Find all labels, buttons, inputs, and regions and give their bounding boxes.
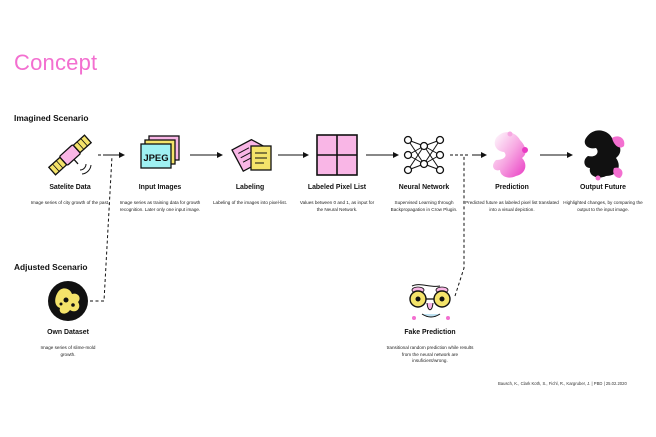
flow-arrows: [90, 152, 573, 302]
step-title-satelite-data: Satelite Data: [49, 184, 91, 191]
step-desc-satelite-data: Image series of city growth of the past.: [30, 200, 110, 205]
prediction-blob-icon: [493, 131, 528, 178]
page-title: Concept: [14, 50, 98, 75]
imagined-scenario-heading: Imagined Scenario: [14, 113, 89, 123]
step-desc-neural-network: Supervised Learning through Backpropagat…: [390, 200, 458, 212]
step-title-labeled-pixel-list: Labeled Pixel List: [307, 184, 367, 191]
pixel-grid-icon: [316, 134, 358, 176]
dashed-connector-own-dataset: [90, 155, 113, 302]
step-title-prediction: Prediction: [495, 184, 529, 191]
step-desc-input-images: Image series as training data for growth…: [119, 200, 201, 212]
adjusted-scenario-heading: Adjusted Scenario: [14, 262, 88, 272]
step-title-fake-prediction: Fake Prediction: [404, 329, 456, 336]
step-desc-fake-prediction: transitional random prediction while res…: [386, 345, 474, 364]
step-title-labeling: Labeling: [235, 184, 265, 191]
step-desc-labeled-pixel-list: Values between 0 and 1, as input for the…: [299, 200, 375, 212]
fake-glasses-icon: [409, 284, 451, 320]
satellite-icon: [47, 134, 93, 176]
output-blob-icon: [584, 130, 625, 181]
step-desc-labeling: Labeling of the images into pixel-list.: [212, 200, 288, 205]
step-title-output-future: Output Future: [580, 184, 626, 191]
label-tag-icon: [231, 138, 272, 173]
step-title-own-dataset: Own Dataset: [47, 329, 89, 336]
step-title-input-images: Input Images: [138, 184, 182, 191]
step-title-neural-network: Neural Network: [398, 184, 450, 191]
step-desc-prediction: Predicted future as labeled pixel list t…: [465, 200, 559, 212]
jpeg-stack-icon: JPEG: [140, 135, 180, 169]
jpeg-label: JPEG: [143, 153, 168, 164]
neural-network-icon: [403, 135, 445, 175]
step-desc-output-future: Highlighted changes, by comparing the ou…: [563, 200, 643, 212]
credit-line: Bausch, K., Clark Koth, S., Fichl, R., K…: [498, 381, 627, 386]
dashed-connector-fake-prediction: [454, 156, 465, 297]
step-desc-own-dataset: Image series of slime-mold growth.: [40, 345, 96, 357]
slime-mold-icon: [48, 281, 88, 321]
